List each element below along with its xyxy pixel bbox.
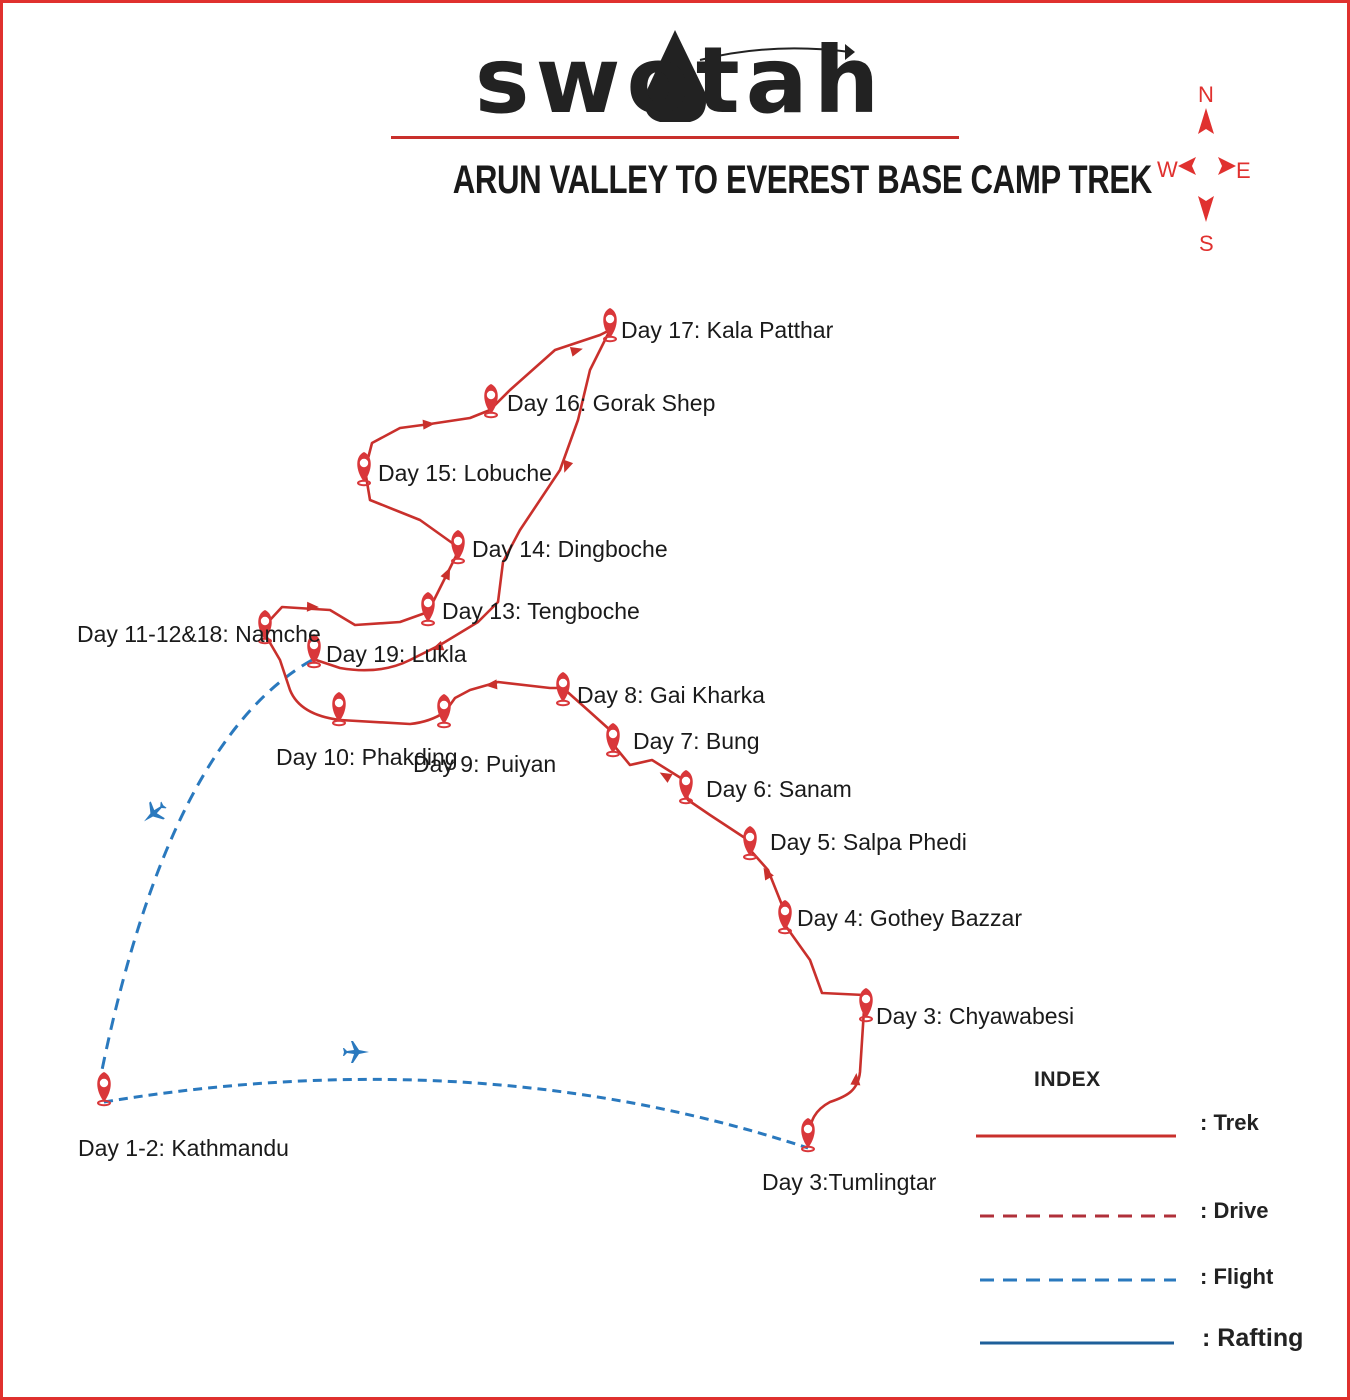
stop-label-lukla: Day 19: Lukla bbox=[326, 641, 467, 667]
stop-label-gai-kharka: Day 8: Gai Kharka bbox=[577, 682, 765, 708]
direction-arrow-icon bbox=[484, 679, 498, 691]
map-pin-icon bbox=[436, 693, 452, 729]
stop-label-salpa-phedi: Day 5: Salpa Phedi bbox=[770, 829, 967, 855]
map-pin-icon bbox=[858, 987, 874, 1023]
title-divider bbox=[391, 136, 959, 139]
direction-arrow-icon bbox=[569, 343, 585, 357]
direction-arrow-icon bbox=[306, 601, 320, 613]
stop-label-dingboche: Day 14: Dingboche bbox=[472, 536, 668, 562]
stop-label-namche: Day 11-12&18: Namche bbox=[77, 621, 321, 647]
trek-route bbox=[264, 328, 866, 1141]
stop-label-bung: Day 7: Bung bbox=[633, 728, 760, 754]
airplane-icon bbox=[136, 796, 172, 830]
stop-label-chyawabesi: Day 3: Chyawabesi bbox=[876, 1003, 1074, 1029]
compass-east-label: E bbox=[1236, 158, 1251, 183]
stop-label-gorak-shep: Day 16: Gorak Shep bbox=[507, 390, 715, 416]
map-pin-icon bbox=[555, 671, 571, 707]
legend-rafting-label: : Rafting bbox=[1202, 1324, 1304, 1352]
logo-mountain-icon bbox=[644, 30, 855, 122]
logo-wordmark: swotah bbox=[474, 27, 886, 134]
map-pin-icon bbox=[356, 451, 372, 487]
map-pin-icon bbox=[678, 769, 694, 805]
stop-label-tengboche: Day 13: Tengboche bbox=[442, 598, 640, 624]
map-pin-icon bbox=[450, 529, 466, 565]
stop-label-sanam: Day 6: Sanam bbox=[706, 776, 852, 802]
direction-arrow-icon bbox=[422, 418, 436, 430]
stop-label-gothey-bazzar: Day 4: Gothey Bazzar bbox=[797, 905, 1022, 931]
brand-logo: swotah bbox=[470, 22, 890, 134]
legend-title: INDEX bbox=[1034, 1068, 1101, 1091]
stop-label-kala-patthar: Day 17: Kala Patthar bbox=[621, 317, 834, 343]
stop-label-puiyan: Day 9: Puiyan bbox=[413, 751, 556, 777]
map-pin-icon bbox=[777, 899, 793, 935]
legend-flight-label: : Flight bbox=[1200, 1264, 1274, 1289]
stop-label-phakding: Day 10: Phakding bbox=[276, 744, 458, 770]
stop-label-lobuche: Day 15: Lobuche bbox=[378, 460, 552, 486]
stop-label-kathmandu: Day 1-2: Kathmandu bbox=[78, 1135, 289, 1161]
legend-trek-label: : Trek bbox=[1200, 1110, 1259, 1135]
map-pin-icon bbox=[420, 591, 436, 627]
legend-drive-label: : Drive bbox=[1200, 1198, 1269, 1223]
compass-west-label: W bbox=[1157, 157, 1178, 182]
direction-arrow-icon bbox=[440, 565, 455, 581]
compass-south-label: S bbox=[1199, 231, 1214, 256]
flight-route-kathmandu-tumlingtar bbox=[103, 1077, 809, 1150]
map-pin-icon bbox=[602, 307, 618, 343]
flight-route-lukla-kathmandu bbox=[100, 658, 313, 1071]
compass-north-label: N bbox=[1198, 82, 1214, 107]
airplane-icon bbox=[343, 1041, 369, 1063]
stop-label-tumlingtar: Day 3:Tumlingtar bbox=[762, 1169, 937, 1195]
compass-icon: N S E W bbox=[1157, 82, 1251, 256]
